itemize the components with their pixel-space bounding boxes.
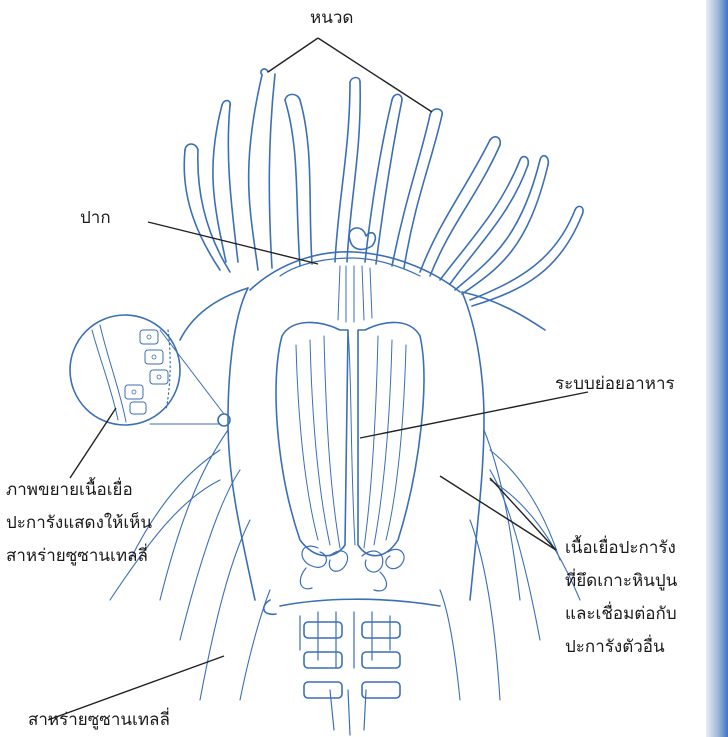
tentacles xyxy=(184,69,583,306)
skeleton-base xyxy=(264,599,440,735)
oral-disc xyxy=(250,228,460,322)
magnified-inset xyxy=(70,315,230,426)
label-zooxanthellae: สาหร่ายซูซานเทลลี่ xyxy=(28,708,170,732)
page-edge-strip xyxy=(706,0,728,737)
label-tentacles: หนวด xyxy=(310,6,353,30)
label-digestive-system: ระบบย่อยอาหาร xyxy=(555,372,675,396)
gastric-cavity xyxy=(276,322,424,555)
body-column xyxy=(180,288,545,600)
label-connecting-tissue: เนื้อเยื่อปะการัง ที่ยึดเกาะหินปูน และเช… xyxy=(565,532,677,664)
label-magnified-tissue: ภาพขยายเนื้อเยื่อ ปะการังแสดงให้เห็น สาห… xyxy=(6,474,152,573)
label-mouth: ปาก xyxy=(80,206,111,230)
